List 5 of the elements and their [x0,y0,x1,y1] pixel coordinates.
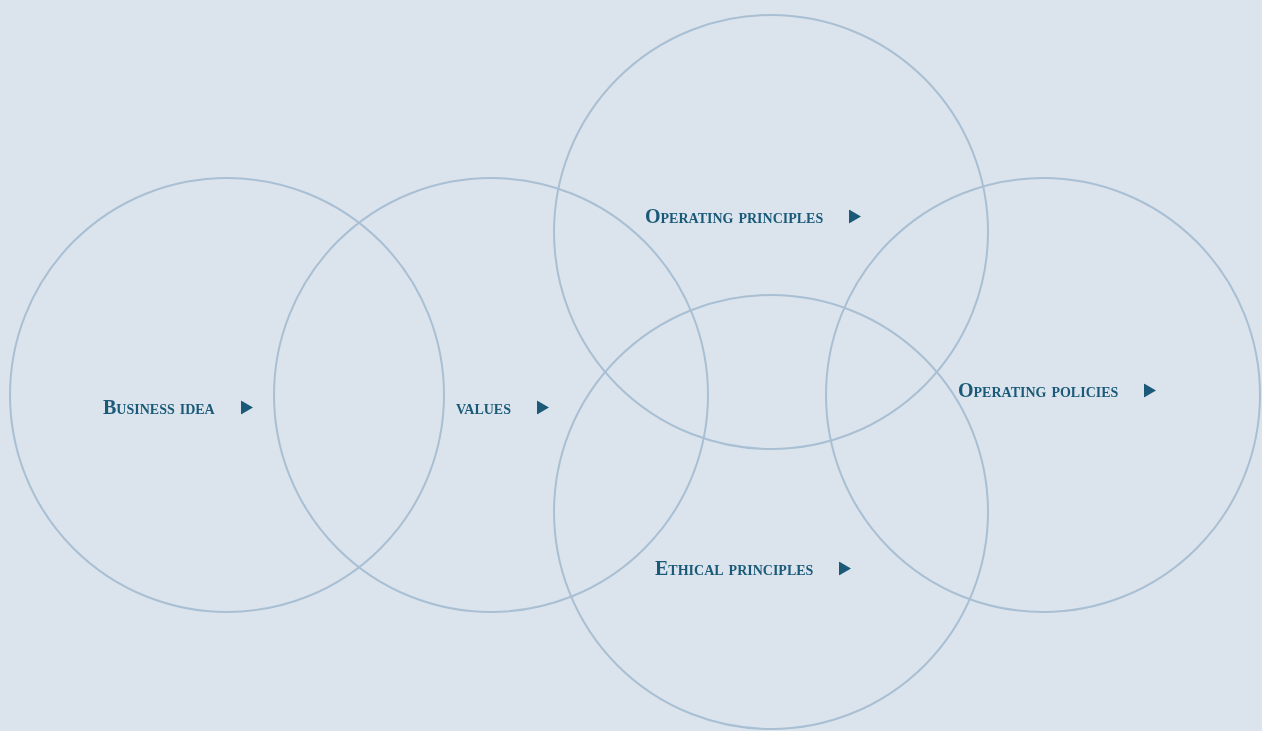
circle-label: Business idea [103,395,215,419]
circle-label: Operating principles [645,204,824,228]
circle-label: Ethical principles [655,556,814,580]
circle-label: Operating policies [958,378,1119,402]
circle-label: values [456,395,511,419]
